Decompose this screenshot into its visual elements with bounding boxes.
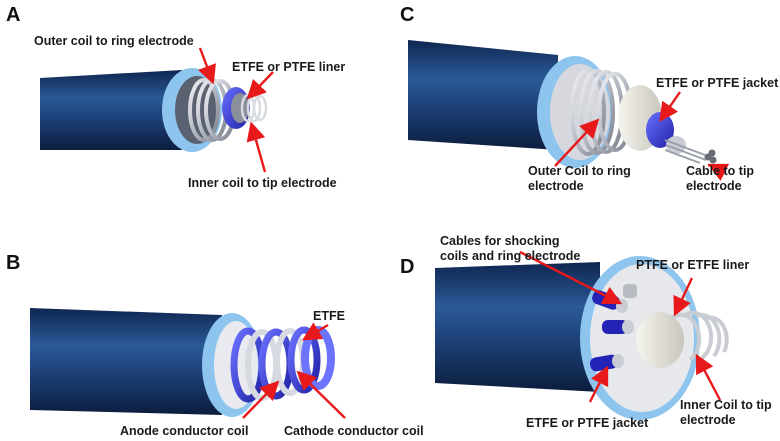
panel-a-inner-coil-label: Inner coil to tip electrode [188, 176, 337, 190]
panel-d-jacket-label: ETFE or PTFE jacket [526, 416, 649, 430]
panel-letter-c: C [400, 4, 415, 26]
panel-letter-a: A [6, 4, 21, 26]
panel-a-liner-label: ETFE or PTFE liner [232, 60, 346, 74]
panel-d-arrow-jacket [588, 365, 609, 403]
panel-a-illustration [40, 47, 274, 173]
panel-c-outer-coil-label: Outer Coil to ring electrode [528, 164, 631, 193]
panel-d-arrow-cables [519, 250, 623, 305]
panel-c-arrow-outer-coil [554, 118, 600, 167]
panel-d-liner-label: PTFE or ETFE liner [636, 258, 750, 272]
panel-b-etfe-label: ETFE [313, 309, 345, 323]
panel-b-arrow-etfe [301, 322, 329, 341]
panel-c-illustration [408, 40, 730, 182]
panel-d-inner-coil-label: Inner Coil to tip electrode [680, 398, 772, 427]
panel-c-arrow-jacket [659, 91, 681, 122]
panel-a-outer-coil-label: Outer coil to ring electrode [34, 34, 194, 48]
panel-b-arrow-cathode [296, 370, 346, 419]
panel-c-cable-label: Cable to tip electrode [686, 164, 755, 193]
panel-a-arrow-liner [246, 71, 274, 100]
panel-d-arrow-liner [673, 277, 694, 317]
panel-a-arrow-outer-coil [197, 47, 216, 85]
panel-letter-d: D [400, 256, 415, 278]
panel-d-cables-label: Cables for shocking coils and ring elect… [440, 234, 581, 263]
panel-c-cable [664, 136, 717, 164]
panel-d-arrow-inner-coil [695, 353, 722, 401]
panel-letter-b: B [6, 252, 21, 274]
panel-b-anode-label: Anode conductor coil [120, 424, 249, 438]
panel-b-arrow-anode [242, 380, 280, 419]
panel-d-illustration [435, 250, 729, 420]
panel-b-cathode-label: Cathode conductor coil [284, 424, 424, 438]
panel-d-liner [636, 312, 684, 368]
panel-a-arrow-inner-coil [246, 121, 267, 173]
panel-b-illustration [30, 308, 346, 419]
panel-c-jacket-label: ETFE or PTFE jacket [656, 76, 779, 90]
